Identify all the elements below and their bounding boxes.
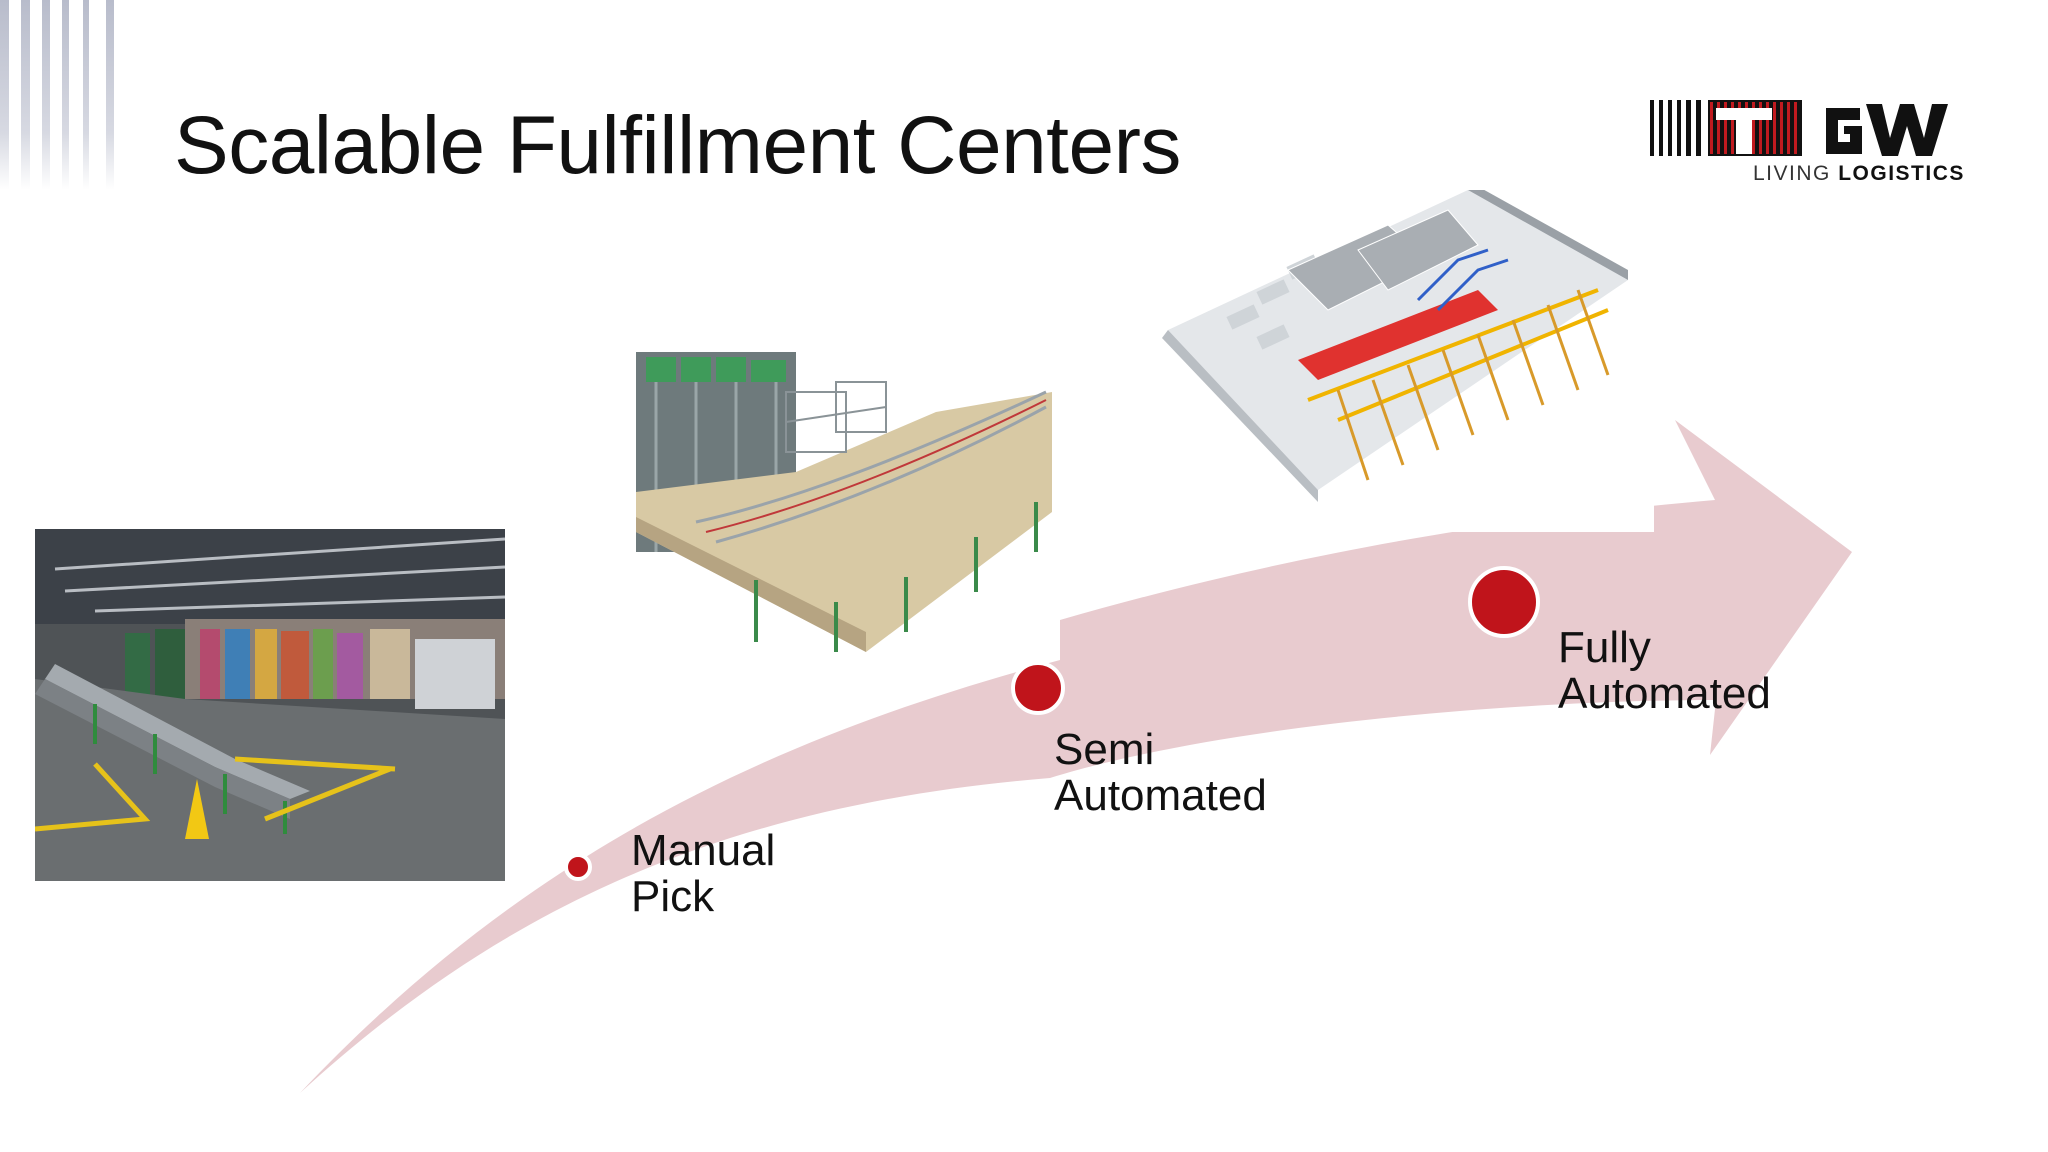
stage-label-fully-line1: Fully bbox=[1558, 623, 1651, 672]
stage-dot-manual bbox=[564, 853, 592, 881]
manual-pick-warehouse-photo bbox=[35, 529, 505, 881]
stage-label-semi: Semi Automated bbox=[1054, 727, 1267, 819]
stage-label-semi-line2: Automated bbox=[1054, 771, 1267, 820]
stage-label-semi-line1: Semi bbox=[1054, 725, 1155, 774]
stage-dot-fully bbox=[1468, 566, 1540, 638]
stage-label-fully-line2: Automated bbox=[1558, 669, 1771, 718]
semi-automated-mezzanine-photo bbox=[636, 352, 1052, 652]
corner-stripes-decoration bbox=[0, 0, 114, 190]
fully-automated-layout-render bbox=[1158, 190, 1654, 532]
slide-title: Scalable Fulfillment Centers bbox=[174, 100, 1181, 191]
stage-label-manual: Manual Pick bbox=[631, 828, 775, 920]
stage-label-manual-line2: Pick bbox=[631, 872, 715, 921]
logo-tagline: LIVING LOGISTICS bbox=[1753, 162, 1965, 186]
tgw-logo bbox=[1650, 100, 1948, 156]
stage-label-manual-line1: Manual bbox=[631, 826, 776, 875]
stage-dot-semi bbox=[1011, 661, 1065, 715]
logo-tagline-light: LIVING bbox=[1753, 162, 1839, 185]
arrow-body bbox=[300, 420, 1852, 1093]
stage-label-fully: Fully Automated bbox=[1558, 625, 1771, 717]
logo-tagline-bold: LOGISTICS bbox=[1838, 162, 1965, 185]
